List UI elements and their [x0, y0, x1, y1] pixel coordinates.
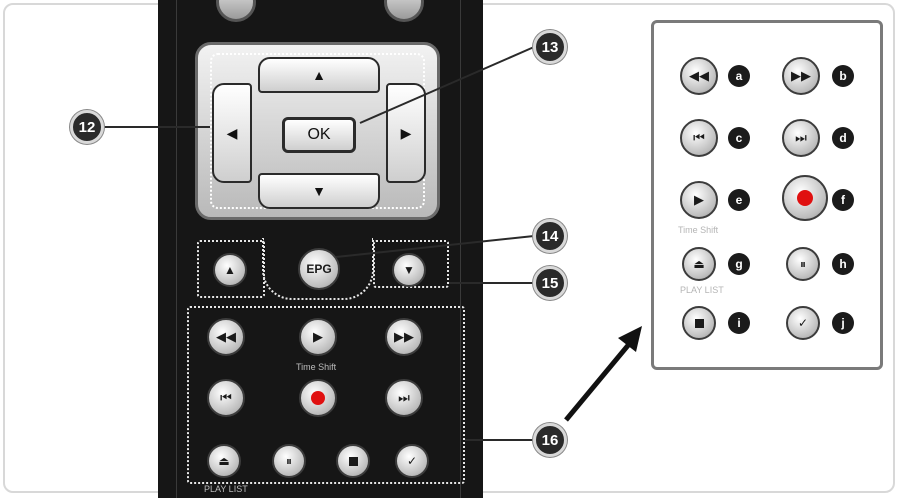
- check-icon: ✓: [406, 454, 418, 468]
- page-down-button: ▼: [392, 253, 426, 287]
- panel-next-icon: ⏭: [795, 130, 807, 145]
- panel-record-icon: [797, 190, 813, 206]
- panel-pause-icon: ⏸: [799, 256, 806, 271]
- label-d: d: [832, 127, 854, 149]
- page-up-icon: ▲: [224, 263, 236, 277]
- panel-previous-button: ⏮: [680, 119, 718, 157]
- ok-button: OK: [282, 117, 356, 153]
- pause-button: ⏸: [272, 444, 306, 478]
- rewind-button: ◀◀: [207, 318, 245, 356]
- play-button: ▶: [299, 318, 337, 356]
- label-g: g: [728, 253, 750, 275]
- callout-15: 15: [533, 266, 567, 300]
- play-icon: ▶: [313, 329, 323, 344]
- panel-stop-button: [682, 306, 716, 340]
- panel-fast-forward-button: ▶▶: [782, 57, 820, 95]
- next-icon: ⏭: [398, 390, 410, 405]
- previous-icon: ⏮: [220, 390, 232, 405]
- leader-line-13: [359, 46, 535, 124]
- callout-16: 16: [533, 423, 567, 457]
- page-down-icon: ▼: [403, 263, 415, 277]
- record-button: [299, 379, 337, 417]
- panel-record-button: [782, 175, 828, 221]
- left-arrow-button: ◀: [212, 83, 252, 183]
- down-arrow-button: ▼: [258, 173, 380, 209]
- right-arrow-icon: ▶: [400, 124, 412, 141]
- label-b: b: [832, 65, 854, 87]
- panel-stop-icon: [694, 318, 704, 328]
- time-shift-label: Time Shift: [296, 362, 337, 372]
- callout-12: 12: [70, 110, 104, 144]
- callout-14: 14: [533, 219, 567, 253]
- up-arrow-button: ▲: [258, 57, 380, 93]
- panel-rewind-icon: ◀◀: [689, 68, 709, 83]
- remote-rail-right: [460, 0, 461, 498]
- pointer-arrow-shaft: [564, 341, 632, 422]
- right-arrow-button: ▶: [386, 83, 426, 183]
- panel-rewind-button: ◀◀: [680, 57, 718, 95]
- page-up-highlight: [197, 240, 265, 298]
- fast-forward-icon: ▶▶: [394, 329, 414, 344]
- rewind-icon: ◀◀: [216, 329, 236, 344]
- play-list-label: PLAY LIST: [204, 484, 248, 494]
- panel-eject-icon: ⏏: [693, 257, 705, 271]
- panel-play-button: ▶: [680, 181, 718, 219]
- panel-next-button: ⏭: [782, 119, 820, 157]
- remote-rail-left: [176, 0, 177, 498]
- down-arrow-icon: ▼: [312, 183, 326, 199]
- label-h: h: [832, 253, 854, 275]
- epg-button: EPG: [298, 248, 340, 290]
- epg-highlight: [262, 238, 374, 300]
- panel-check-icon: ✓: [797, 316, 809, 330]
- panel-previous-icon: ⏮: [693, 130, 705, 145]
- label-c: c: [728, 127, 750, 149]
- panel-eject-button: ⏏: [682, 247, 716, 281]
- panel-play-icon: ▶: [694, 192, 704, 207]
- label-e: e: [728, 189, 750, 211]
- panel-confirm-button: ✓: [786, 306, 820, 340]
- panel-pause-button: ⏸: [786, 247, 820, 281]
- next-button: ⏭: [385, 379, 423, 417]
- leader-line-14: [335, 235, 535, 258]
- fast-forward-button: ▶▶: [385, 318, 423, 356]
- panel-fast-forward-icon: ▶▶: [791, 68, 811, 83]
- eject-icon: ⏏: [218, 454, 230, 468]
- pause-icon: ⏸: [285, 453, 292, 468]
- label-a: a: [728, 65, 750, 87]
- label-f: f: [832, 189, 854, 211]
- label-i: i: [728, 312, 750, 334]
- previous-button: ⏮: [207, 379, 245, 417]
- label-j: j: [832, 312, 854, 334]
- page-down-highlight: [373, 240, 449, 288]
- epg-label: EPG: [306, 262, 332, 276]
- playback-highlight: [187, 306, 465, 484]
- confirm-button: ✓: [395, 444, 429, 478]
- callout-13: 13: [533, 30, 567, 64]
- pointer-arrow-head: [618, 326, 642, 352]
- record-icon: [311, 391, 325, 405]
- up-arrow-icon: ▲: [312, 67, 326, 83]
- button-detail-panel: ◀◀ a ▶▶ b ⏮ c ⏭ d ▶ e f Time Shift ⏏ g ⏸…: [651, 20, 883, 370]
- eject-button: ⏏: [207, 444, 241, 478]
- panel-time-shift-label: Time Shift: [678, 225, 719, 235]
- stop-button: [336, 444, 370, 478]
- navigation-dpad: ▲ ▼ ◀ ▶ OK: [195, 42, 440, 220]
- page-up-button: ▲: [213, 253, 247, 287]
- stop-icon: [348, 456, 358, 466]
- left-arrow-icon: ◀: [226, 124, 238, 141]
- panel-play-list-label: PLAY LIST: [680, 285, 724, 295]
